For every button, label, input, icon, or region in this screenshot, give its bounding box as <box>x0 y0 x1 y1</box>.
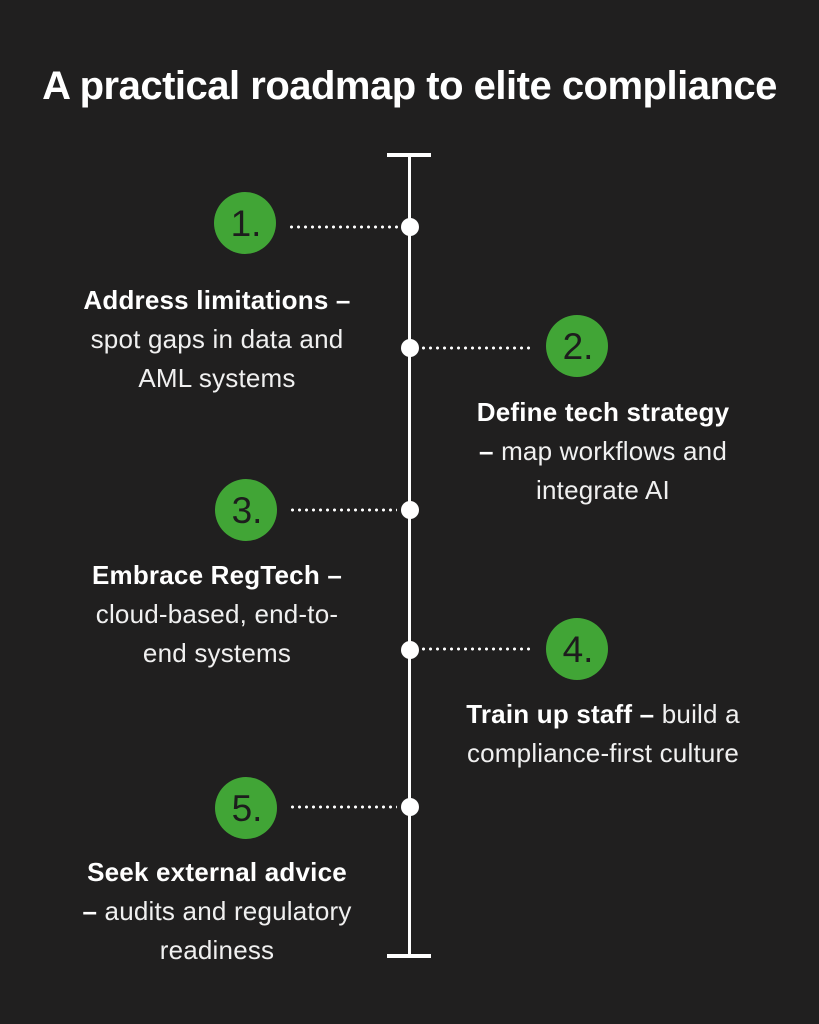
step-3-line-3: end systems <box>142 638 292 668</box>
dotted-connector-1 <box>288 225 398 229</box>
step-5-line-1: Seek external advice <box>87 857 347 887</box>
dotted-connector-2 <box>420 346 532 350</box>
step-1-line-1: Address limitations – <box>83 285 351 315</box>
step-badge-5: 5. <box>215 777 277 839</box>
step-text-4: Train up staff – build a compliance-firs… <box>438 695 768 773</box>
step-badge-1: 1. <box>214 192 276 254</box>
timeline-node-1 <box>401 218 419 236</box>
timeline-node-4 <box>401 641 419 659</box>
step-badge-4: 4. <box>546 618 608 680</box>
timeline-node-2 <box>401 339 419 357</box>
step-4-line-1: Train up staff – build a <box>466 699 740 729</box>
dotted-connector-3 <box>289 508 397 512</box>
timeline-top-cap <box>387 153 431 157</box>
step-number-3: 3. <box>231 489 263 531</box>
step-text-2: Define tech strategy – map workflows and… <box>438 393 768 510</box>
dotted-connector-4 <box>420 647 532 651</box>
step-number-5: 5. <box>231 787 263 829</box>
step-number-2: 2. <box>562 325 594 367</box>
timeline-bottom-cap <box>387 954 431 958</box>
step-2-line-3: integrate AI <box>536 475 670 505</box>
step-text-1: Address limitations – spot gaps in data … <box>52 281 382 398</box>
timeline-line <box>408 155 411 957</box>
step-badge-3: 3. <box>215 479 277 541</box>
step-3-line-2: cloud-based, end-to- <box>95 599 339 629</box>
step-5-line-3: readiness <box>159 935 275 965</box>
step-4-line-2: compliance-first culture <box>466 738 740 768</box>
step-number-1: 1. <box>230 202 262 244</box>
step-1-line-3: AML systems <box>138 363 296 393</box>
page-title: A practical roadmap to elite compliance <box>42 64 777 108</box>
step-3-line-1: Embrace RegTech – <box>91 560 343 590</box>
dotted-connector-5 <box>289 805 397 809</box>
step-2-line-1: Define tech strategy <box>476 397 730 427</box>
step-text-5: Seek external advice – audits and regula… <box>52 853 382 970</box>
step-number-4: 4. <box>562 628 594 670</box>
timeline-node-3 <box>401 501 419 519</box>
step-5-line-2: – audits and regulatory <box>82 896 352 926</box>
step-text-3: Embrace RegTech – cloud-based, end-to- e… <box>52 556 382 673</box>
timeline-node-5 <box>401 798 419 816</box>
step-2-line-2: – map workflows and <box>478 436 728 466</box>
step-badge-2: 2. <box>546 315 608 377</box>
step-1-line-2: spot gaps in data and <box>90 324 344 354</box>
